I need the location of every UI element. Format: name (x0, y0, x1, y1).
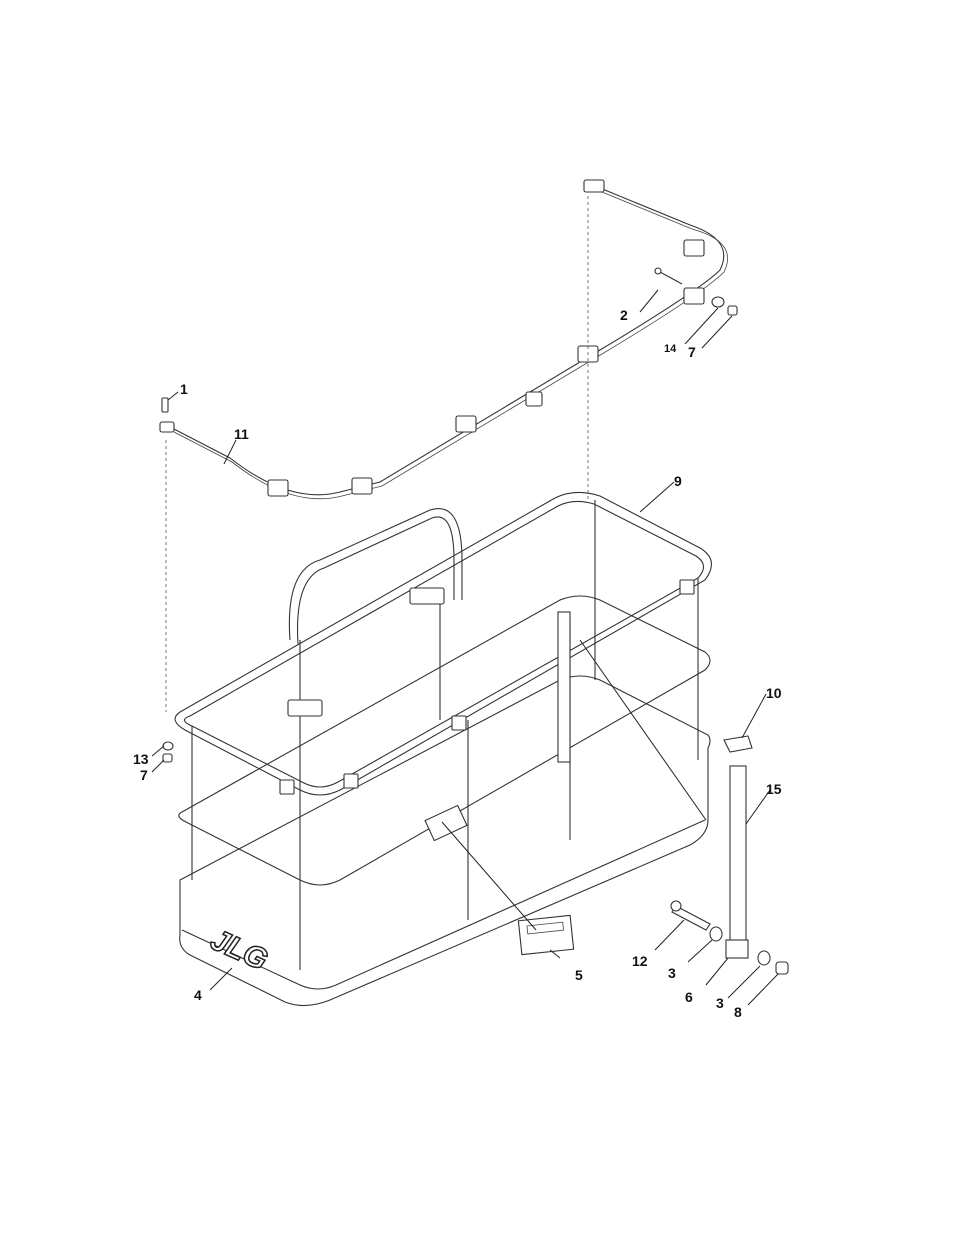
callout-3a: 3 (668, 965, 676, 981)
callout-9: 9 (674, 473, 682, 489)
callout-5: 5 (575, 967, 583, 983)
callout-11: 11 (234, 426, 249, 442)
cable-assembly (160, 180, 728, 499)
callout-13: 13 (133, 751, 149, 767)
callout-1: 1 (180, 381, 188, 397)
platform-basket: JLG (175, 492, 711, 1005)
callout-4: 4 (194, 987, 202, 1003)
callout-7a: 7 (688, 344, 696, 360)
loose-hardware (162, 268, 788, 974)
callout-12: 12 (632, 953, 648, 969)
callout-2: 2 (620, 307, 628, 323)
brand-logo: JLG (206, 923, 273, 977)
leader-lines (152, 290, 778, 1005)
callout-7b: 7 (140, 767, 148, 783)
callout-14: 14 (664, 343, 677, 355)
callout-10: 10 (766, 685, 782, 701)
callout-3b: 3 (716, 995, 724, 1011)
callout-8: 8 (734, 1004, 742, 1020)
callout-15: 15 (766, 781, 782, 797)
callout-6: 6 (685, 989, 693, 1005)
